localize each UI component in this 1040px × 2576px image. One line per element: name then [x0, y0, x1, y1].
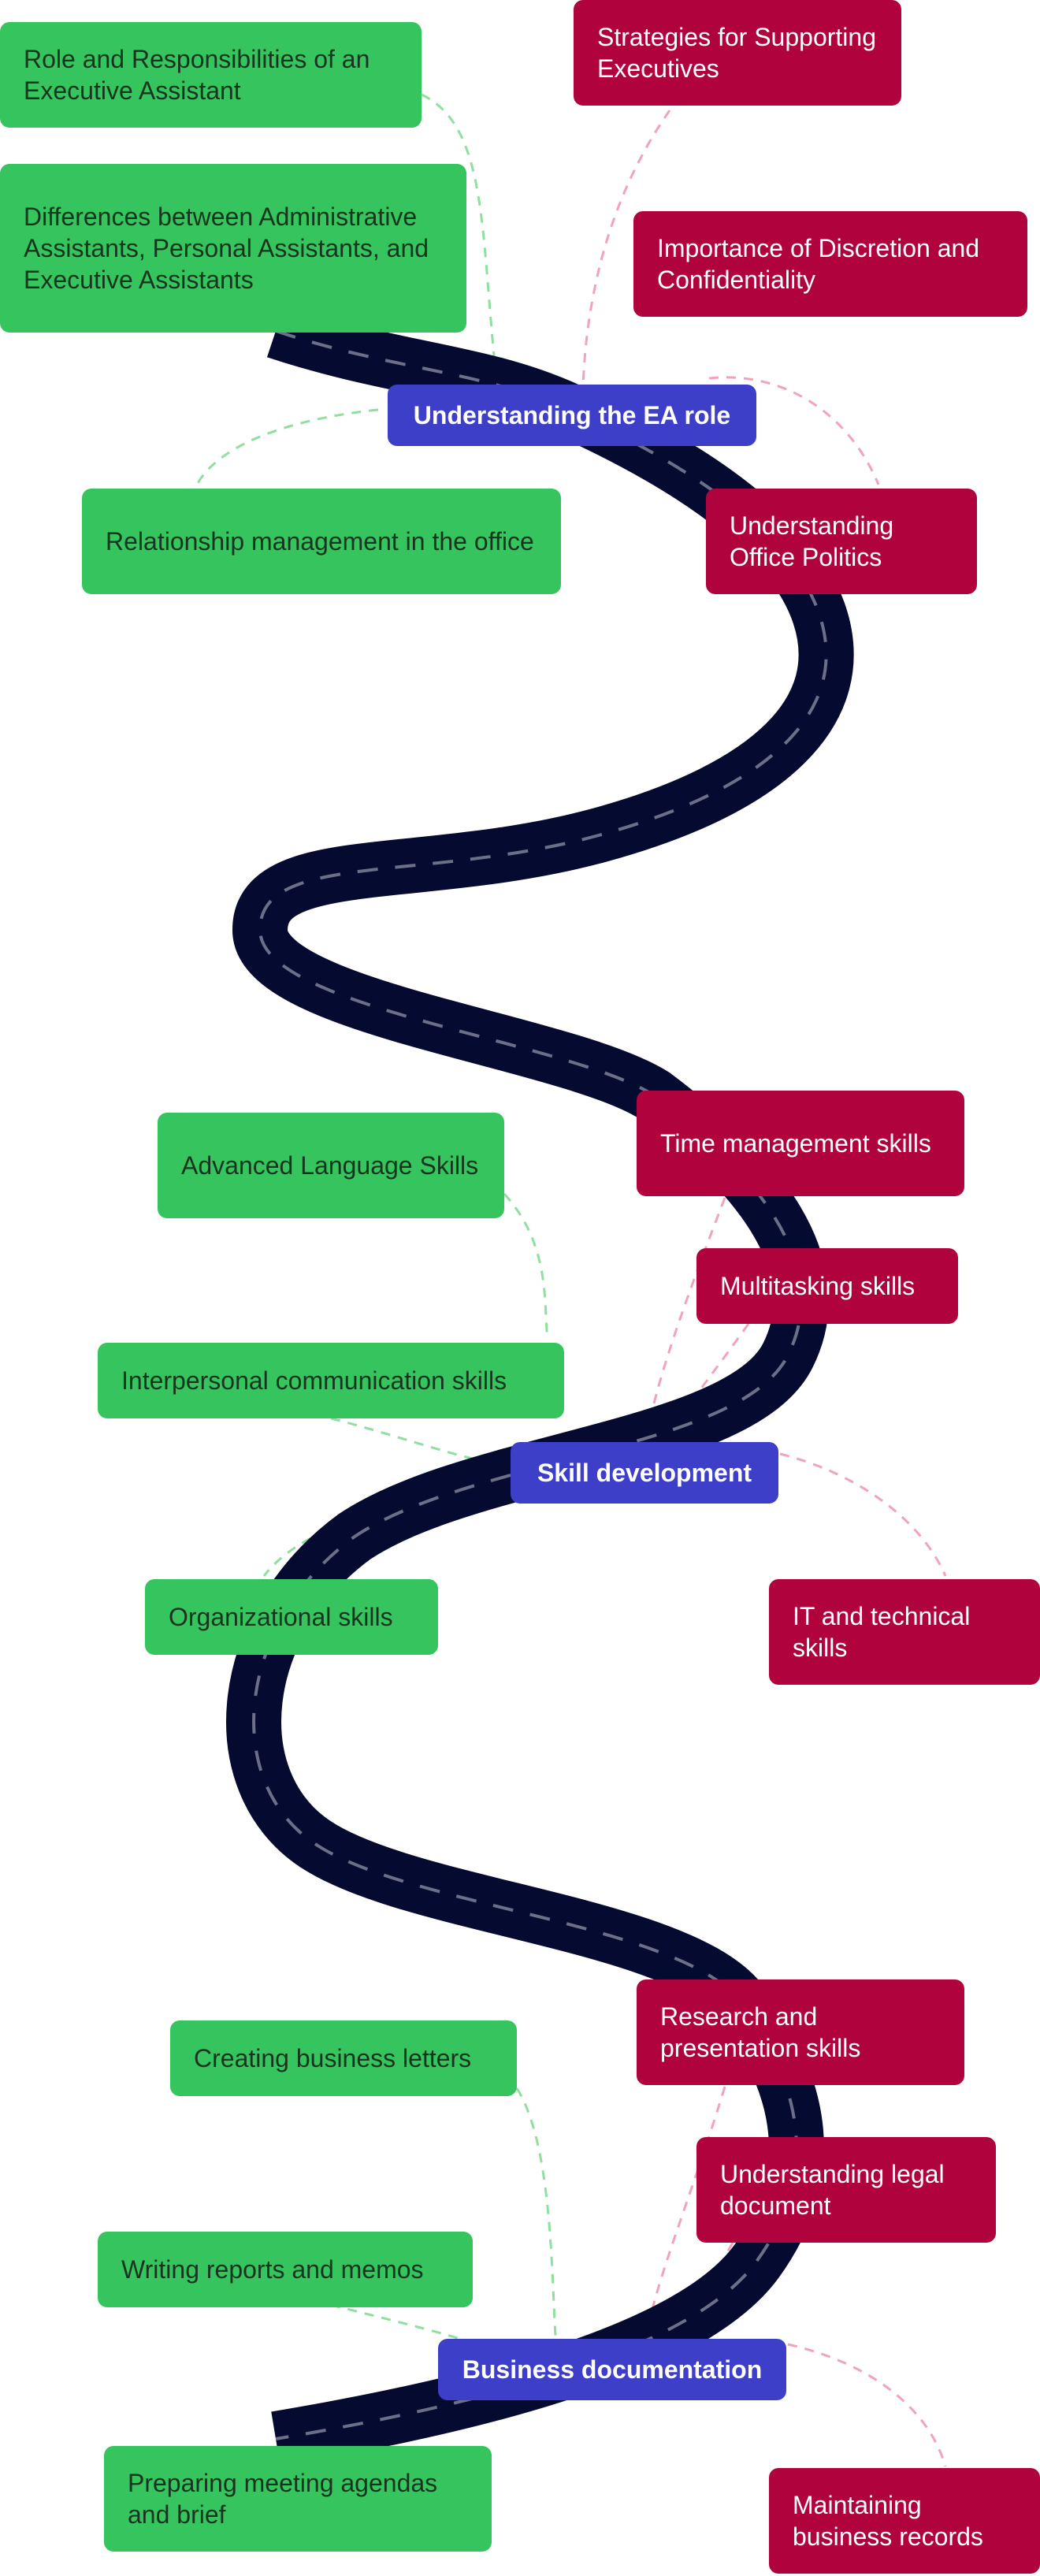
right-connector-line: [708, 376, 880, 485]
right-item-research-presentation[interactable]: Research and presentation skills: [637, 1979, 964, 2085]
left-connector-line: [503, 1192, 549, 1340]
right-connector-line: [581, 110, 671, 387]
left-item-reports-memos[interactable]: Writing reports and memos: [98, 2232, 473, 2307]
topic-business-documentation[interactable]: Business documentation: [438, 2339, 786, 2400]
right-item-supporting-executives[interactable]: Strategies for Supporting Executives: [574, 0, 901, 106]
left-item-assistant-differences[interactable]: Differences between Administrative Assis…: [0, 164, 466, 333]
left-connector-line: [515, 2087, 557, 2337]
right-item-multitasking[interactable]: Multitasking skills: [696, 1248, 958, 1324]
topic-skill-development[interactable]: Skill development: [511, 1442, 778, 1504]
left-item-business-letters[interactable]: Creating business letters: [170, 2020, 517, 2096]
right-item-discretion-confidentiality[interactable]: Importance of Discretion and Confidentia…: [633, 211, 1027, 317]
left-connector-line: [330, 2303, 466, 2342]
right-item-it-technical[interactable]: IT and technical skills: [769, 1579, 1040, 1685]
topic-understanding-ea-role[interactable]: Understanding the EA role: [388, 385, 756, 446]
right-item-business-records[interactable]: Maintaining business records: [769, 2468, 1040, 2574]
left-connector-line: [330, 1417, 513, 1469]
right-connector-line: [644, 2086, 726, 2340]
left-item-relationship-management[interactable]: Relationship management in the office: [82, 489, 561, 594]
right-item-office-politics[interactable]: Understanding Office Politics: [706, 489, 977, 594]
left-connector-line: [421, 93, 498, 379]
left-item-organizational[interactable]: Organizational skills: [145, 1579, 438, 1655]
right-connector-line: [779, 1452, 947, 1577]
left-connector-line: [195, 408, 379, 485]
left-item-role-responsibilities[interactable]: Role and Responsibilities of an Executiv…: [0, 22, 422, 128]
right-connector-line: [787, 2343, 947, 2467]
left-item-advanced-language[interactable]: Advanced Language Skills: [158, 1113, 504, 1218]
left-item-meeting-agendas[interactable]: Preparing meeting agendas and brief: [104, 2446, 492, 2552]
right-item-legal-document[interactable]: Understanding legal document: [696, 2137, 996, 2243]
left-item-interpersonal-communication[interactable]: Interpersonal communication skills: [98, 1343, 564, 1418]
right-item-time-management[interactable]: Time management skills: [637, 1091, 964, 1196]
